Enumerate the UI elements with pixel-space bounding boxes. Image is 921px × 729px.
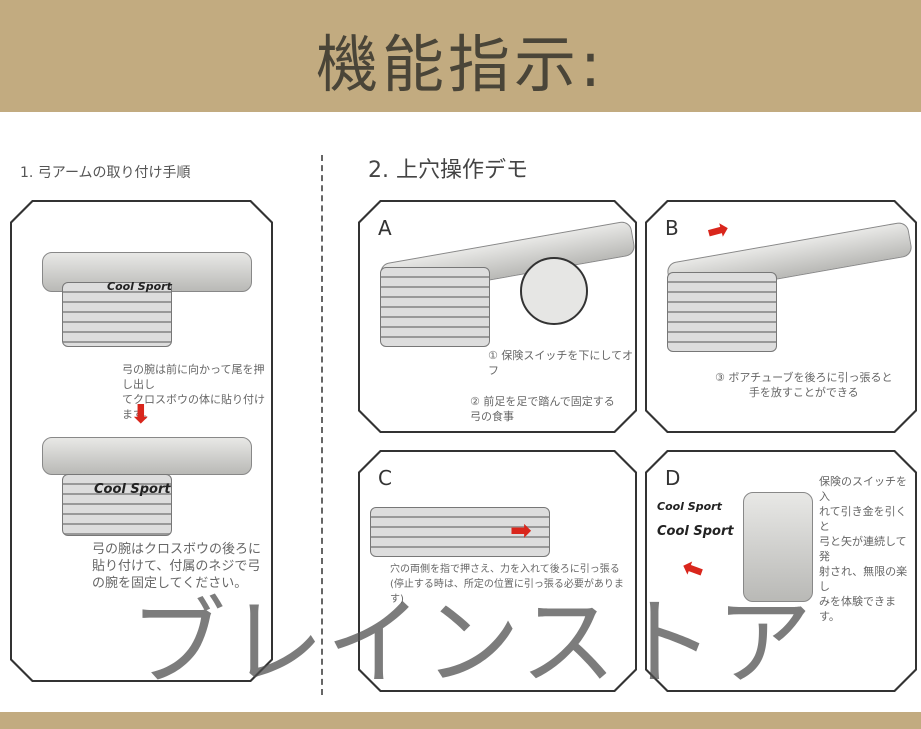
caption-a2: ② 前足を足で踏んで固定する 弓の食事 [470, 395, 615, 423]
magazine-image [370, 507, 550, 557]
panel-letter: B [665, 216, 679, 240]
section2-heading: 2. 上穴操作デモ [368, 158, 528, 183]
caption-step1: 弓の腕は前に向かって尾を押し出し てクロスボウの体に貼り付けます。 [122, 363, 265, 421]
page-title: 機能指示: [316, 28, 605, 101]
safety-switch-closeup [520, 257, 588, 325]
panel-b: B ➡ ③ ボアチューブを後ろに引っ張ると 手を放すことができる [645, 200, 917, 433]
panel-d: D Cool Sport Cool Sport ➡ 保険のスイッチを入 れて引き… [645, 450, 917, 692]
brand-label: Cool Sport [657, 524, 734, 539]
caption-a1: ① 保険スイッチを下にしてオフ [488, 349, 634, 377]
right-arrow-icon: ➡ [703, 213, 733, 249]
right-arrow-icon: ➡ [510, 516, 532, 546]
assembly-panel: Cool Sport 弓の腕は前に向かって尾を押し出し てクロスボウの体に貼り付… [10, 200, 273, 682]
down-arrow-icon: ⬇ [130, 400, 152, 430]
caption-d: 保険のスイッチを入 れて引き金を引くと 弓と矢が連続して発 射され、無限の楽し … [819, 475, 908, 623]
magazine-image [667, 272, 777, 352]
panel-c: C ➡ 穴の両側を指で押さえ、力を入れて後ろに引っ張る (停止する時は、所定の位… [358, 450, 637, 692]
magazine-image [62, 474, 172, 536]
header-banner [0, 0, 921, 112]
crossbow-image [743, 492, 813, 602]
panel-letter: A [378, 216, 392, 240]
caption-b: ③ ボアチューブを後ろに引っ張ると 手を放すことができる [715, 371, 893, 399]
crossbow-image [42, 437, 252, 475]
footer-banner [0, 712, 921, 729]
brand-label: Cool Sport [94, 482, 171, 497]
section1-heading: 1. 弓アームの取り付け手順 [20, 165, 191, 181]
brand-label: Cool Sport [657, 500, 722, 513]
panel-letter: C [378, 466, 392, 490]
magazine-image [380, 267, 490, 347]
magazine-image [62, 282, 172, 347]
panel-letter: D [665, 466, 681, 490]
left-arrow-icon: ➡ [677, 551, 709, 587]
panel-a: A ① 保険スイッチを下にしてオフ ② 前足を足で踏んで固定する 弓の食事 [358, 200, 637, 433]
watermark: ブレインストア [130, 587, 815, 699]
caption-c: 穴の両側を指で押さえ、力を入れて後ろに引っ張る (停止する時は、所定の位置に引っ… [390, 564, 624, 605]
brand-label: Cool Sport [107, 280, 172, 293]
caption-step2: 弓の腕はクロスボウの後ろに 貼り付けて、付属のネジで弓 の腕を固定してください。 [92, 542, 262, 591]
divider [321, 155, 323, 695]
